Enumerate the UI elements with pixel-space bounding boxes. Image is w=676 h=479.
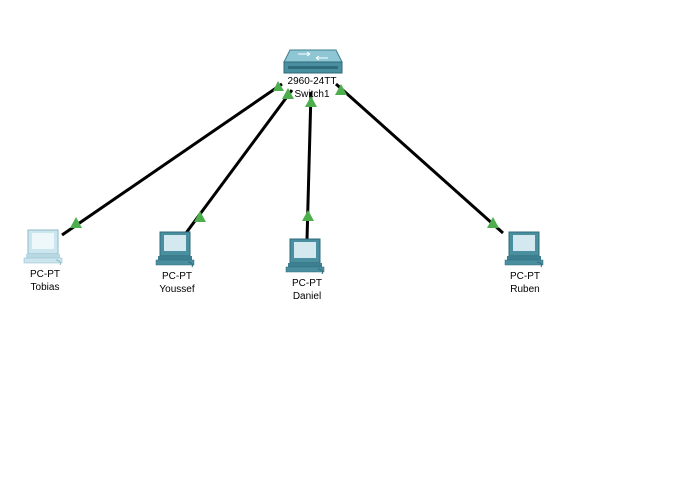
link-up-indicator-daniel [302,210,314,221]
pc-type-label: PC-PT [510,271,540,282]
pc-name-label-daniel: Daniel [292,291,322,302]
link-up-indicator-tobias [70,217,82,228]
links-layer [61,82,504,241]
link-up-indicator-switch-youssef [282,88,294,99]
link-switch-ruben[interactable] [335,82,504,235]
pc-name-label-tobias: Tobias [30,282,60,293]
pc-type-label: PC-PT [162,271,192,282]
pc-type-label: PC-PT [292,278,322,289]
pc-icon[interactable] [23,229,63,266]
pc-icon[interactable] [285,238,325,275]
pc-name-label-youssef: Youssef [159,284,195,295]
link-switch-tobias[interactable] [61,82,283,237]
link-up-indicator-switch-tobias [273,81,284,91]
link-up-indicator-youssef [194,211,206,222]
pc-icon[interactable] [504,231,544,268]
link-indicators-layer [70,81,499,228]
link-switch-youssef[interactable] [184,89,294,234]
switch-name-label: Switch1 [294,89,330,100]
switch-model-label: 2960-24TT [287,76,337,87]
link-up-indicator-switch-ruben [335,84,347,95]
pc-icon[interactable] [155,231,195,268]
link-up-indicator-switch-daniel [305,96,317,107]
switch-icon[interactable] [283,49,343,74]
pc-name-label-ruben: Ruben [510,284,540,295]
link-up-indicator-ruben [487,217,499,228]
pc-type-label: PC-PT [30,269,60,280]
